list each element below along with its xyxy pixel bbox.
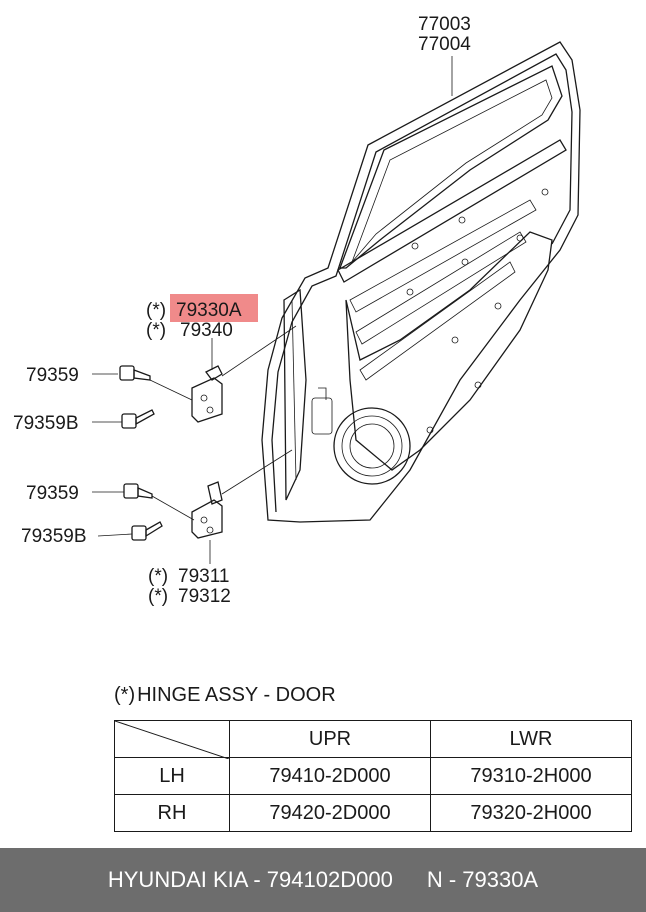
footer-brand-part: HYUNDAI KIA - 794102D000 [107, 867, 393, 892]
table-title: (*) HINGE ASSY - DOOR [114, 684, 336, 707]
door-parts-diagram: 77003 77004 (*) 79330A (*) 79340 79359 7… [13, 14, 581, 607]
label-77004: 77004 [418, 34, 471, 55]
label-79359-top: 79359 [26, 365, 79, 386]
diagonal-divider [115, 721, 229, 759]
star-mark-79311: (*) [148, 566, 168, 587]
bolt-79359-bottom [123, 483, 153, 499]
footer-number: N - 79330A [426, 867, 539, 892]
label-79330a: 79330A [176, 300, 242, 321]
header-upr: UPR [229, 720, 431, 758]
rear-door-panel [261, 41, 581, 523]
label-79340: 79340 [180, 320, 233, 341]
table-title-text: HINGE ASSY - DOOR [137, 684, 336, 706]
label-79359-bottom: 79359 [26, 483, 79, 504]
leader-lines [92, 56, 453, 564]
bolt-79359-top [119, 365, 151, 381]
label-79359b-bottom: 79359B [21, 526, 87, 547]
hinge-spec-table: UPR LWR LH 79410-2D000 79310-2H000 RH 79… [114, 720, 632, 832]
star-mark-79330a: (*) [146, 300, 166, 321]
row-upr-part: 79410-2D000 [229, 757, 431, 795]
table-row: LH 79410-2D000 79310-2H000 [114, 757, 632, 795]
table-header-row: UPR LWR [114, 720, 632, 759]
row-lwr-part: 79310-2H000 [430, 757, 632, 795]
header-lwr: LWR [430, 720, 632, 758]
label-77003: 77003 [418, 14, 471, 35]
footer-bar: HYUNDAI KIA - 794102D000 N - 79330A [0, 848, 646, 912]
star-mark-79312: (*) [148, 586, 168, 607]
row-upr-part: 79420-2D000 [229, 794, 431, 832]
label-79312: 79312 [178, 586, 231, 607]
lower-hinge [191, 481, 223, 539]
table-row: RH 79420-2D000 79320-2H000 [114, 794, 632, 832]
highlight-79330a [170, 294, 258, 322]
label-79311: 79311 [178, 566, 229, 587]
row-lwr-part: 79320-2H000 [430, 794, 632, 832]
upper-hinge [191, 365, 223, 423]
label-79359b-top: 79359B [13, 413, 79, 434]
row-side: LH [114, 757, 230, 795]
bolt-79359b-top [121, 409, 155, 429]
bolt-79359b-bottom [131, 521, 163, 541]
table-title-mark: (*) [114, 684, 136, 706]
star-mark-79340: (*) [146, 320, 166, 341]
row-side: RH [114, 794, 230, 832]
table-corner-cell [114, 720, 230, 759]
